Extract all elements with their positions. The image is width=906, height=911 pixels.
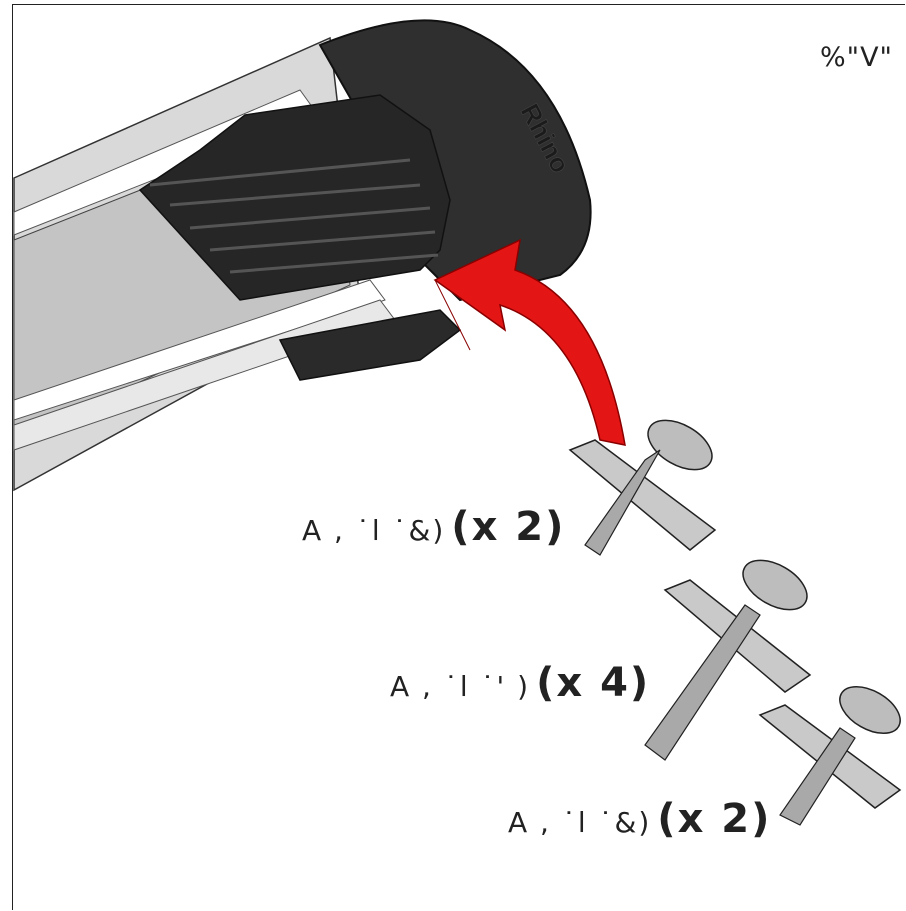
diagram-frame bbox=[12, 4, 905, 910]
page-code: %"V" bbox=[820, 42, 893, 73]
part-quantity: (x 2) bbox=[451, 504, 566, 550]
part-quantity: (x 4) bbox=[536, 660, 651, 706]
part-code: A , ˙l ˙' ) bbox=[390, 670, 531, 703]
bolt-assembly-1 bbox=[568, 419, 717, 556]
end-cap: Rhino bbox=[138, 19, 592, 381]
part-label-1: A , ˙l ˙&)(x 2) bbox=[302, 504, 565, 550]
part-code: A , ˙l ˙&) bbox=[508, 806, 652, 839]
part-label-2: A , ˙l ˙' )(x 4) bbox=[390, 660, 650, 706]
bolt-assembly-3 bbox=[758, 685, 902, 826]
part-label-3: A , ˙l ˙&)(x 2) bbox=[508, 796, 771, 842]
part-quantity: (x 2) bbox=[657, 796, 772, 842]
part-code: A , ˙l ˙&) bbox=[302, 514, 446, 547]
rotation-arrow bbox=[433, 238, 626, 446]
bolt-assembly-2 bbox=[644, 559, 812, 761]
